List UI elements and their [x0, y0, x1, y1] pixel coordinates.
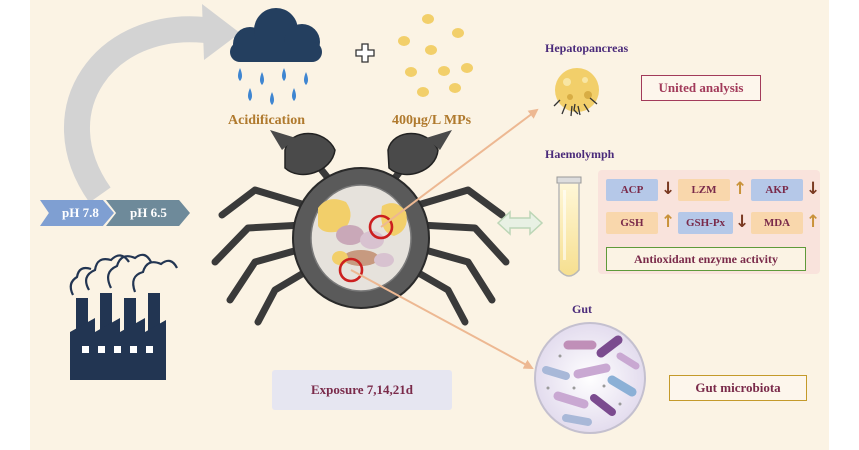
acidification-label: Acidification — [228, 113, 305, 128]
crab-icon — [211, 130, 510, 326]
curved-arrow-icon — [64, 4, 240, 203]
plus-icon — [355, 43, 375, 63]
antioxidant-activity-box: Antioxidant enzyme activity — [606, 247, 806, 271]
enzyme-lzm: LZM — [678, 179, 730, 201]
microplastic-particles-icon — [398, 14, 473, 97]
enzyme-acp: ACP — [606, 179, 658, 201]
gut-microbiota-box: Gut microbiota — [669, 375, 807, 401]
rain-cloud-icon — [230, 8, 322, 105]
enzyme-gsh: GSH — [606, 212, 658, 234]
test-tube-icon — [556, 176, 582, 277]
hepatopancreas-icon — [553, 68, 599, 117]
enzyme-mda: MDA — [751, 212, 803, 234]
enzyme-akp: AKP — [751, 179, 803, 201]
enzyme-gsh-px: GSH-Px — [678, 212, 733, 234]
arrow-lzm-icon: ↑ — [733, 179, 748, 199]
exposure-box: Exposure 7,14,21d — [272, 370, 452, 410]
microplastics-label: 400μg/L MPs — [392, 113, 472, 128]
arrow-acp-icon: ↓ — [661, 179, 676, 199]
connector-arrows — [350, 108, 539, 369]
double-arrow-icon — [496, 210, 544, 236]
ph-start-chevron: pH 7.8 — [40, 200, 114, 226]
arrow-akp-icon: ↓ — [806, 179, 821, 199]
ph-end-chevron: pH 6.5 — [106, 200, 190, 226]
bacteria-icon — [534, 322, 646, 434]
united-analysis-box: United analysis — [641, 75, 761, 101]
arrow-mda-icon: ↑ — [806, 212, 821, 232]
factory-icon — [69, 253, 178, 380]
hepatopancreas-label: Hepatopancreas — [545, 41, 629, 55]
arrow-gsh-px-icon: ↓ — [735, 212, 750, 232]
haemolymph-label: Haemolymph — [545, 147, 615, 161]
gut-label: Gut — [572, 302, 593, 316]
arrow-gsh-icon: ↑ — [661, 212, 676, 232]
